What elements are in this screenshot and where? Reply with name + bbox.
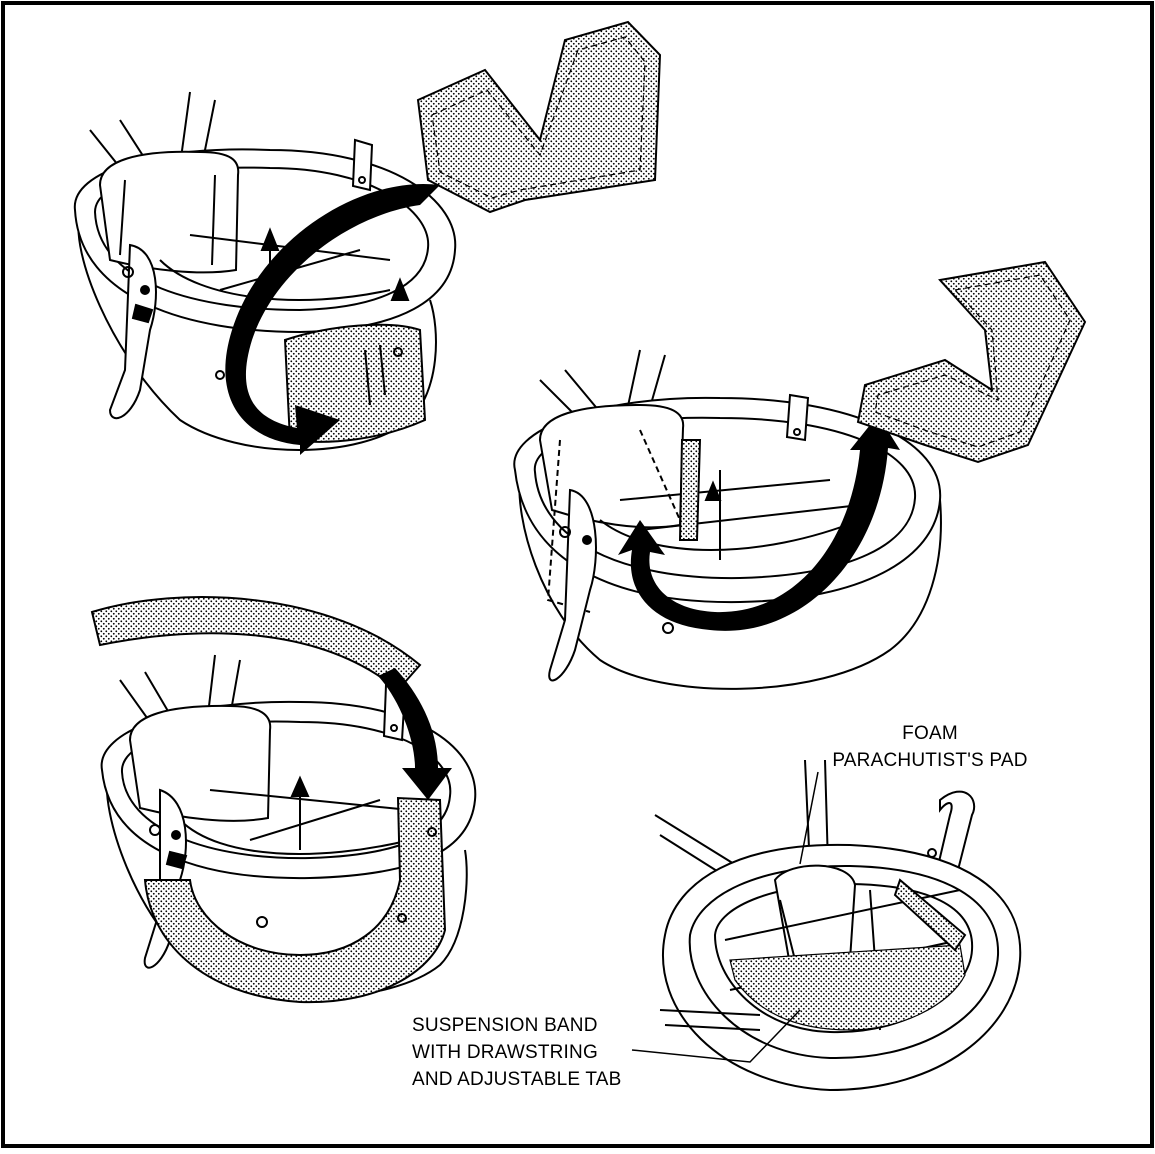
foam-pad-label-line1: FOAM xyxy=(822,720,1038,747)
helmet-step-4 xyxy=(655,760,1020,1090)
suspension-band-callout: SUSPENSION BAND WITH DRAWSTRING AND ADJU… xyxy=(412,1012,622,1093)
v-pad-right xyxy=(858,262,1085,462)
suspension-band-label-line1: SUSPENSION BAND xyxy=(412,1012,622,1039)
foam-pad-label-line2: PARACHUTIST'S PAD xyxy=(822,747,1038,774)
suspension-band-label-line2: WITH DRAWSTRING xyxy=(412,1039,622,1066)
v-pad-top xyxy=(418,22,660,212)
suspension-band-label-line3: AND ADJUSTABLE TAB xyxy=(412,1066,622,1093)
foam-pad-callout: FOAM PARACHUTIST'S PAD xyxy=(822,720,1038,774)
crown-pad xyxy=(92,597,420,690)
